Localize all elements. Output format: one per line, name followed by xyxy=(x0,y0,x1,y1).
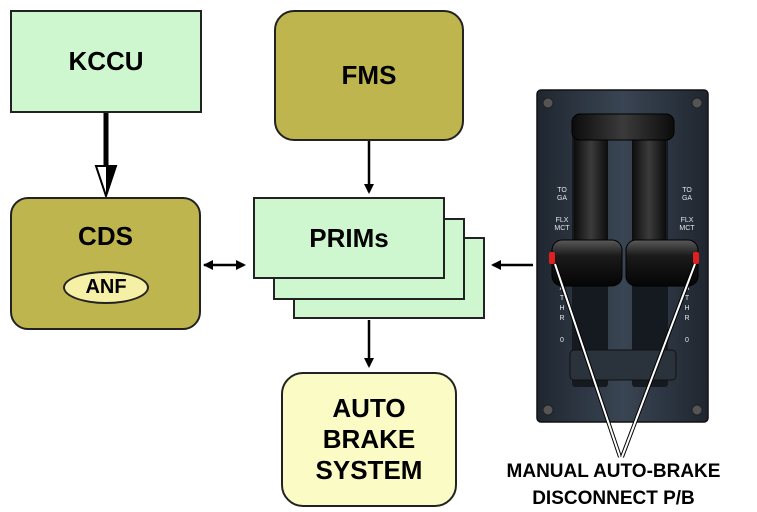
caption-pointer-lines xyxy=(553,263,697,458)
detent-label: H xyxy=(559,305,564,312)
detent-label: FLX xyxy=(681,217,694,224)
cds-label: CDS xyxy=(78,221,133,251)
detent-label: 0 xyxy=(560,337,564,344)
kccu-box: KCCU xyxy=(10,10,202,113)
detent-label: 0 xyxy=(685,337,689,344)
detent-label: FLX xyxy=(556,217,569,224)
detent-label: R xyxy=(684,315,689,322)
detent-label: T xyxy=(685,295,690,302)
detent-label: T xyxy=(560,295,565,302)
prims-label: PRIMs xyxy=(309,222,389,253)
autobrake-system-box: AUTO BRAKE SYSTEM xyxy=(281,372,457,507)
detent-label: GA xyxy=(557,195,567,202)
fms-label: FMS xyxy=(341,60,397,90)
kccu-label: KCCU xyxy=(68,46,144,76)
detent-label: H xyxy=(684,305,689,312)
arrow-kccu-to-cds xyxy=(94,113,118,200)
left-autobrake-disconnect-button[interactable] xyxy=(549,252,555,264)
manual-autobrake-disconnect-caption: MANUAL AUTO-BRAKE DISCONNECT P/B xyxy=(470,458,757,512)
right-autobrake-disconnect-button[interactable] xyxy=(693,252,699,264)
detent-label: MCT xyxy=(679,225,695,232)
arrow-cds-prims-bidirectional xyxy=(203,260,246,270)
autobrake-line-2: BRAKE xyxy=(322,424,416,454)
fms-box: FMS xyxy=(274,10,464,141)
prims-box: PRIMs xyxy=(253,197,445,279)
autobrake-line-1: AUTO xyxy=(332,393,406,423)
anf-ellipse: ANF xyxy=(63,271,149,304)
detent-label: TO xyxy=(682,187,692,194)
right-lever-shaft xyxy=(632,118,666,258)
detent-label: GA xyxy=(682,195,692,202)
detent-label: R xyxy=(559,315,564,322)
thrust-lever-panel: TOGAFLXMCTATHR0 TOGAFLXMCTATHR0 xyxy=(536,89,709,423)
cds-box: CDS xyxy=(10,197,201,330)
anf-label: ANF xyxy=(85,276,127,298)
autobrake-line-3: SYSTEM xyxy=(315,455,423,485)
detent-label: TO xyxy=(557,187,567,194)
left-lever-shaft xyxy=(574,118,608,258)
detent-label: MCT xyxy=(554,225,570,232)
caption-line-2: DISCONNECT P/B xyxy=(532,488,695,509)
caption-line-1: MANUAL AUTO-BRAKE xyxy=(506,461,721,482)
left-thrust-handle[interactable] xyxy=(551,239,623,287)
